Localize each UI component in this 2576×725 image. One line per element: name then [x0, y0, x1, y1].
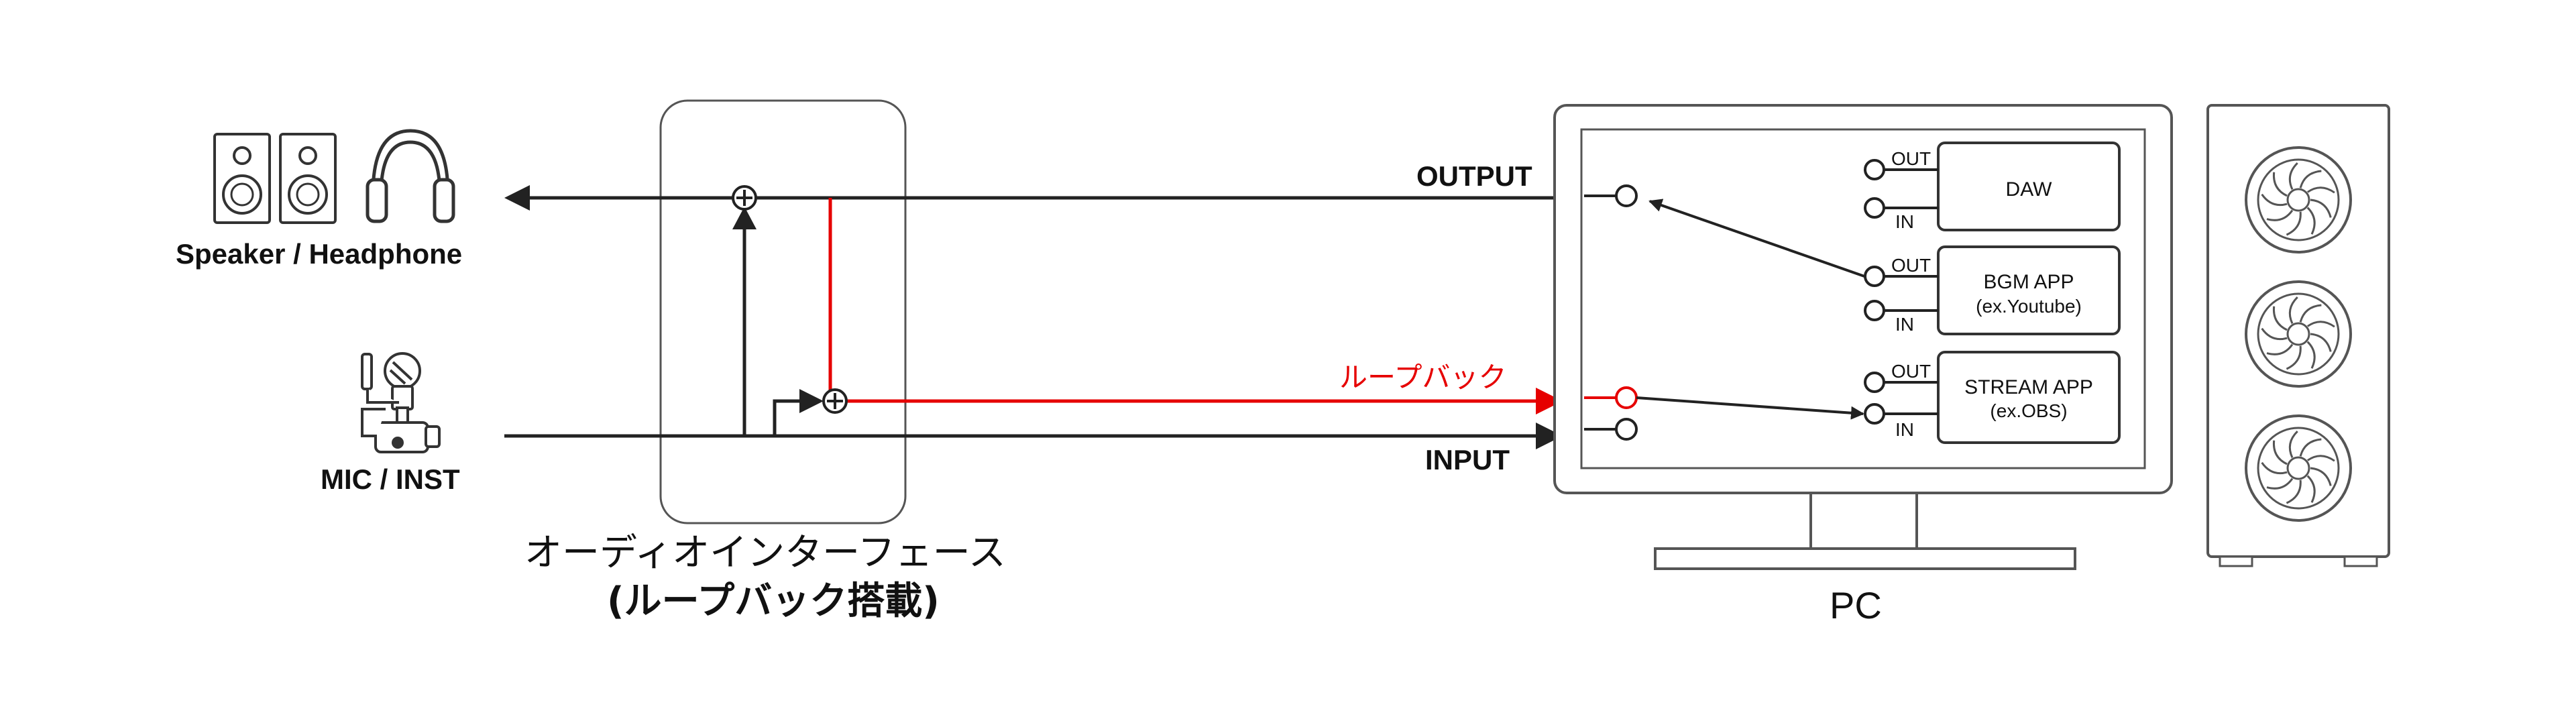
mic-inst-label: MIC / INST: [321, 463, 460, 495]
pc-input-port: [1615, 418, 1638, 441]
bgm-in-label: IN: [1895, 314, 1914, 335]
pc-label: PC: [1830, 584, 1882, 626]
fan-icon: [2245, 280, 2352, 388]
headphone-icon: [366, 129, 455, 223]
output-label: OUTPUT: [1416, 160, 1532, 192]
fan-icon: [2245, 146, 2352, 254]
loopback-to-stream-route: [1636, 396, 1864, 420]
bgm-sub: (ex.Youtube): [1976, 296, 2082, 317]
output-arrowhead: [504, 185, 530, 211]
stream-in-label: IN: [1895, 419, 1914, 440]
speaker-icon: [279, 133, 337, 224]
loopback-mixer-icon: [822, 388, 848, 414]
output-mixer-icon: [732, 185, 757, 211]
input-arrowhead: [1536, 423, 1563, 449]
stream-sub: (ex.OBS): [1990, 400, 2067, 421]
bgm-name: BGM APP: [1983, 271, 2074, 293]
monitor-path-arrowhead: [732, 207, 757, 229]
app-bgm: [1864, 245, 2121, 335]
daw-name: DAW: [2006, 178, 2053, 201]
input-branch-arrowhead: [799, 389, 824, 413]
interface-label-line1: オーディオインターフェース: [524, 531, 1006, 575]
fan-icon: [2245, 414, 2352, 522]
loopback-label: ループバック: [1339, 361, 1506, 394]
input-branch-line: [773, 399, 805, 436]
app-daw: [1864, 142, 2121, 231]
speaker-icon: [213, 133, 271, 224]
bgm-to-output-route: [1648, 199, 1865, 278]
bgm-out-label: OUT: [1891, 255, 1931, 276]
daw-in-label: IN: [1895, 211, 1914, 232]
pc-loopback-port: [1615, 386, 1638, 409]
stream-out-label: OUT: [1891, 361, 1931, 382]
loopback-arrowhead: [1536, 388, 1563, 414]
daw-out-label: OUT: [1891, 148, 1931, 169]
interface-label-line2: (ループバック搭載): [607, 579, 940, 623]
audio-interface-box: [659, 99, 907, 524]
app-stream: [1864, 351, 2121, 444]
input-label: INPUT: [1425, 444, 1510, 476]
microphone-icon: [361, 352, 441, 453]
pc-tower-fans: [2245, 146, 2352, 522]
stream-name: STREAM APP: [1964, 376, 2093, 398]
speaker-headphone-label: Speaker / Headphone: [176, 238, 462, 270]
pc-output-port: [1615, 184, 1638, 207]
